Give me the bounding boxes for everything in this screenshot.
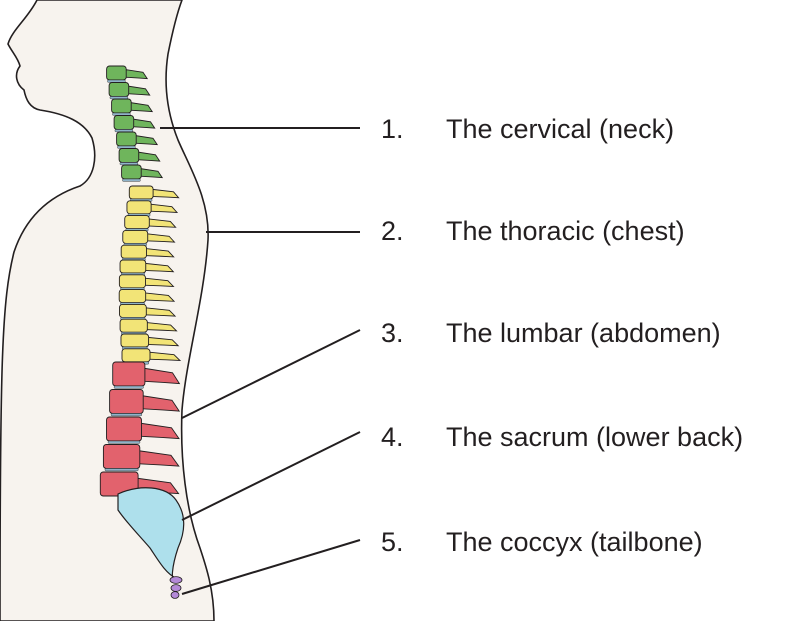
region-label-sacrum: The sacrum (lower back) [446, 424, 743, 451]
region-number-coccyx: 5. [381, 529, 404, 556]
intervertebral-disc [111, 414, 142, 416]
region-number-sacrum: 4. [381, 424, 404, 451]
intervertebral-disc [105, 469, 138, 471]
intervertebral-disc [122, 179, 140, 181]
leader-line-sacrum [182, 432, 360, 520]
intervertebral-disc [108, 441, 140, 443]
intervertebral-disc [112, 113, 130, 115]
intervertebral-disc [114, 386, 143, 388]
intervertebral-disc [120, 163, 138, 165]
region-number-thoracic: 2. [381, 218, 404, 245]
region-label-coccyx: The coccyx (tailbone) [446, 529, 703, 556]
region-label-cervical: The cervical (neck) [446, 116, 674, 143]
intervertebral-disc [117, 146, 135, 148]
intervertebral-disc [110, 97, 128, 99]
intervertebral-disc [107, 80, 125, 82]
region-label-lumbar: The lumbar (abdomen) [446, 320, 721, 347]
region-number-lumbar: 3. [381, 320, 404, 347]
intervertebral-disc [115, 130, 133, 132]
region-number-cervical: 1. [381, 116, 404, 143]
leader-line-lumbar [182, 330, 360, 418]
region-label-thoracic: The thoracic (chest) [446, 218, 685, 245]
leader-line-coccyx [182, 540, 360, 594]
